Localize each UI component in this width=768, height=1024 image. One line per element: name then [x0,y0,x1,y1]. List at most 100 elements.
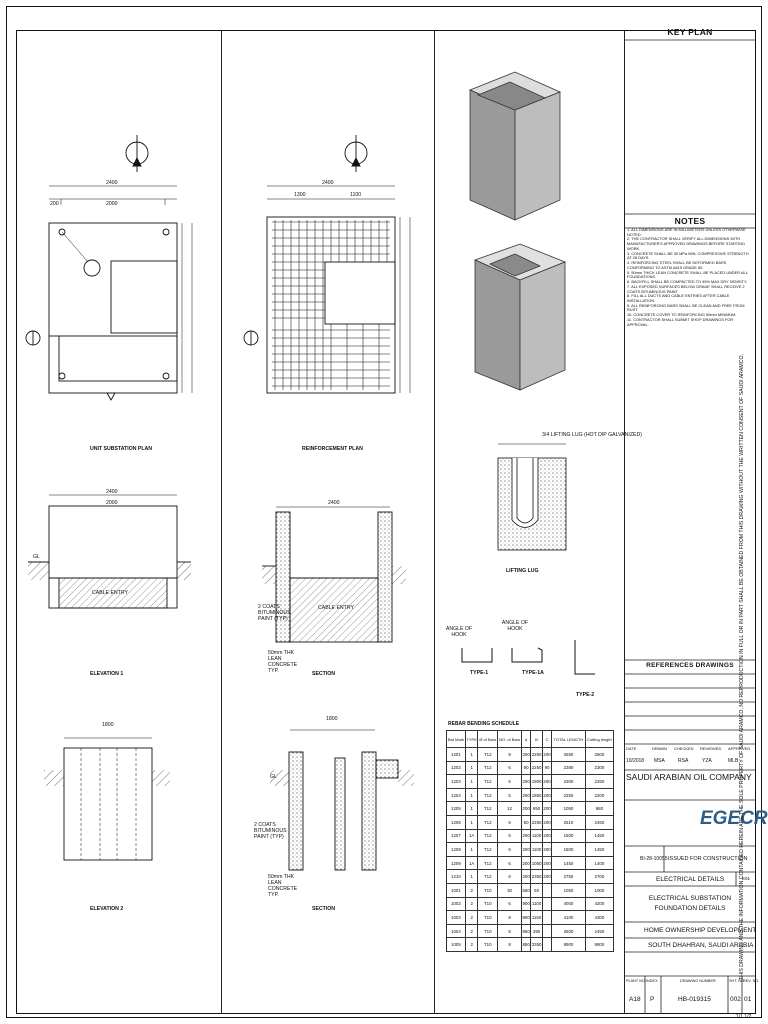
bitumen-note-b: 2 COATS BITUMINOUS PAINT (TYP) [254,822,287,840]
schedule-cell: 2250 [551,787,586,803]
schedule-cell: 1 [464,801,479,816]
ground-level-label-2: GL [270,774,277,780]
checked-label: CHECKED [674,746,694,751]
schedule-cell: 6 [497,896,523,912]
schedule-cell: 6 [497,814,523,830]
schedule-cell: 1450 [584,828,615,844]
schedule-cell: 200 [521,828,532,844]
schedule-cell: 8 [497,937,523,952]
schedule-cell: 8 [497,747,523,762]
schedule-header-cell: Bar Mark [446,730,466,748]
schedule-cell: 8 [497,910,523,925]
schedule-cell: 200 [521,869,532,884]
schedule-cell: 4200 [584,896,615,912]
schedule-cell: 6 [497,774,523,789]
schedule-cell: 1202 [446,760,466,776]
copyright-side-note: THIS DRAWING AND THE INFORMATION CONTAIN… [739,354,745,980]
schedule-cell: 550 [521,882,532,898]
plan-view-label: UNIT SUBSTATION PLAN [90,446,153,452]
plan-view [25,135,193,401]
schedule-cell: 2750 [551,869,586,884]
schedule-cell: 60 [521,814,532,830]
schedule-cell: 2500 [551,923,586,939]
panel-divider-2 [434,30,435,1014]
drawn-value: MSA [654,758,665,764]
schedule-cell: 1 [464,747,479,762]
note-item: 10. CONCRETE COVER TO REINFORCING 50mm M… [627,312,737,318]
schedule-cell: 30 [497,882,523,898]
approved-value: MLB [728,758,739,764]
schedule-cell: T12 [477,814,499,830]
schedule-cell: 1003 [446,910,466,925]
schedule-cell: 1A [464,855,479,871]
schedule-header-cell: NO. of Bars [497,730,523,748]
section-a-label: SECTION [312,671,336,677]
lifting-lug-label: LIFTING LUG [506,568,539,574]
schedule-cell: 1 [464,842,479,857]
project-location: SOUTH DHAHRAN, SAUDI ARABIA [648,942,754,949]
elevation-2-label: ELEVATION 2 [90,906,124,912]
schedule-cell: 200 [541,855,553,871]
status: ISSUED FOR CONSTRUCTION [668,856,748,862]
section-a-dim-2400: 2400 [328,500,340,506]
schedule-cell: T10 [477,923,499,939]
schedule-cell: 6 [497,842,523,857]
schedule-cell: T12 [477,747,499,762]
schedule-cell: 12 [497,801,523,816]
schedule-cell: 2510 [551,814,586,830]
schedule-cell: 200 [521,855,532,871]
schedule-cell: T10 [477,910,499,925]
schedule-cell: 1050 [551,882,586,898]
elevation-2 [44,737,170,861]
schedule-cell: 2380 [551,760,586,776]
schedule-cell: 2 [464,882,479,898]
type-1-label: TYPE-1 [470,670,489,676]
schedule-cell [541,923,553,939]
schedule-header-cell: C [541,730,553,748]
date-value: 10/2018 [626,758,645,764]
drawing-number-label: DRAWING NUMBER [680,979,716,983]
schedule-cell: 1500 [551,828,586,844]
concrete-note-b: 50mm THK LEAN CONCRETE TYP. [268,874,298,898]
schedule-cell: 2700 [584,869,615,884]
schedule-cell: 2600 [584,747,615,762]
schedule-cell: 200 [521,787,532,803]
key-plan-header: KEY PLAN [667,27,713,37]
schedule-cell: 2 [464,923,479,939]
schedule-cell: 1004 [446,923,466,939]
rev-label: REV. NO. [743,979,760,983]
angle-hook-label-2: ANGLE OF HOOK [501,620,529,632]
schedule-cell: 1A [464,828,479,844]
schedule-cell: T10 [477,937,499,952]
note-item: 1. ALL DIMENSIONS ARE IN MILLIMETERS UNL… [627,228,746,237]
schedule-cell: 2300 [551,774,586,789]
schedule-cell: T10 [477,882,499,898]
schedule-cell: 1002 [446,896,466,912]
schedule-cell: 1 [464,814,479,830]
reviewed-label: REVIEWED [700,746,722,751]
company-name: SAUDI ARABIAN OIL COMPANY [626,772,752,782]
schedule-cell: 900 [521,896,532,912]
sheet-number: 002 [730,996,741,1003]
page-footer: 1/1 1/2 [736,1014,752,1020]
schedule-cell: T12 [477,787,499,803]
date-label: DATE [626,746,637,751]
schedule-header-cell: Cutting length [584,730,615,748]
schedule-header-cell: B [530,730,543,748]
schedule-cell: 2250 [530,760,543,776]
drawn-label: DRAWN [652,746,667,751]
reinf-dim-1100: 1100 [350,192,362,198]
plan-dim-2400: 2400 [106,180,118,186]
note-item: 6. BACKFILL SHALL BE COMPACTED TO 95% MA… [627,279,748,285]
schedule-header-cell: TYPE [464,730,479,748]
section-a [262,506,406,643]
type-1a-label: TYPE-1A [522,670,544,676]
schedule-cell: T10 [477,896,499,912]
lifting-lug-note: 3/4 LIFTING LUG (HOT DIP GALVANIZED) [542,432,642,438]
